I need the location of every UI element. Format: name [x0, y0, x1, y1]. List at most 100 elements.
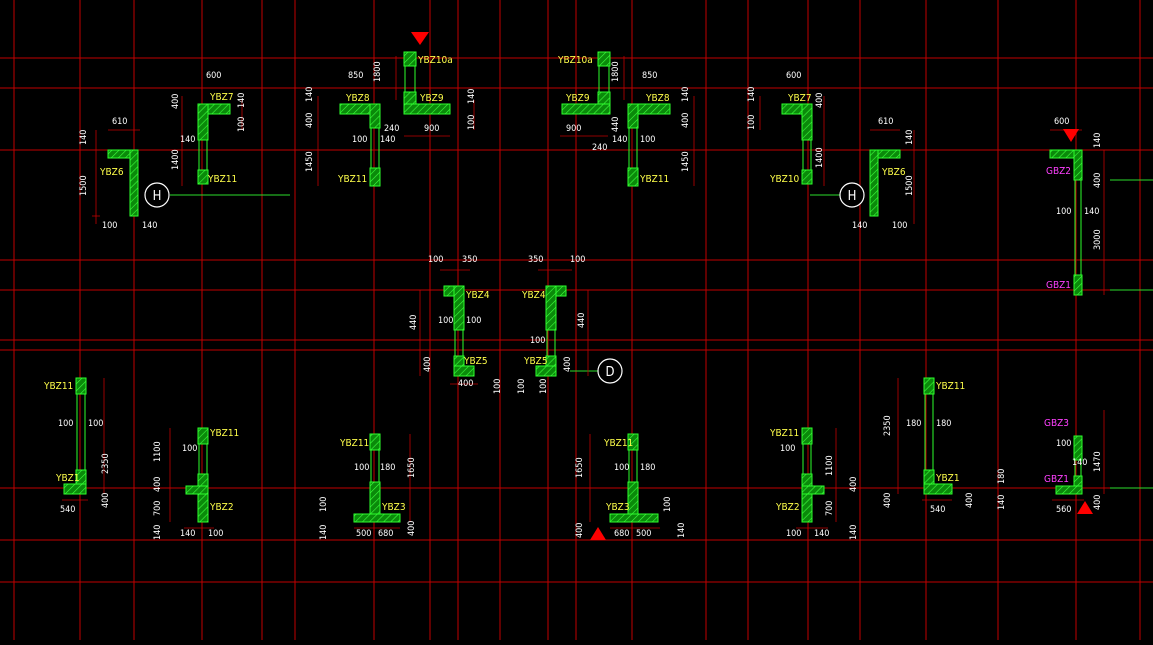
dim-text: 140	[849, 525, 859, 540]
dim-text: 600	[786, 71, 801, 81]
wall-ybz11-ybz2-right[interactable]	[801, 427, 825, 523]
label-ybz11-f: YBZ11	[339, 438, 369, 449]
label-ybz10-right: YBZ10	[769, 174, 800, 185]
dim-text: 140	[305, 87, 315, 102]
dim-text: 3000	[1093, 229, 1103, 250]
view-marker-down-icon[interactable]	[411, 32, 429, 45]
dim-text: 500	[636, 529, 651, 539]
axis-bubble-h-right[interactable]: H	[839, 182, 865, 208]
dim-text: 850	[642, 71, 657, 81]
dim-text: 240	[384, 124, 399, 134]
wall-ybz11-c-end[interactable]	[627, 167, 639, 187]
label-ybz4-right: YBZ4	[521, 290, 546, 301]
dim-text: 140	[1084, 207, 1099, 217]
wall-ybz10a-ybz9-left[interactable]	[403, 51, 451, 115]
dim-text: 1450	[681, 151, 691, 172]
dim-text: 1500	[905, 175, 915, 196]
label-ybz10a-left: YBZ10a	[417, 55, 453, 66]
view-marker-up-icon[interactable]	[590, 527, 606, 540]
label-ybz1-left: YBZ1	[55, 473, 80, 484]
dim-text: 1800	[611, 61, 621, 82]
dim-text: 140	[79, 130, 89, 145]
wall-ybz4-ybz5-left[interactable]	[443, 285, 475, 377]
wall-ybz11-a-end[interactable]	[197, 169, 209, 185]
dim-text: 100	[1056, 439, 1071, 449]
label-ybz9-right: YBZ9	[565, 93, 590, 104]
dim-text: 100	[493, 379, 503, 394]
wall-ybz4-ybz5-right[interactable]	[535, 285, 567, 377]
label-ybz2-right: YBZ2	[775, 502, 800, 513]
wall-gbz2-gbz1[interactable]	[1049, 149, 1083, 296]
wall-ybz11-c[interactable]	[628, 127, 638, 169]
dim-text: 100	[640, 135, 655, 145]
label-gbz1-bottom: GBZ1	[1044, 474, 1069, 485]
dim-text: 440	[611, 117, 621, 132]
dim-text: 140	[747, 87, 757, 102]
wall-ybz10-right[interactable]	[802, 139, 812, 171]
label-ybz8-right: YBZ8	[645, 93, 670, 104]
dim-text: 500	[356, 529, 371, 539]
dim-text: 1100	[825, 455, 835, 476]
dim-text: 1400	[171, 149, 181, 170]
dim-text: 140	[180, 529, 195, 539]
axis-bubble-h-left[interactable]: H	[144, 182, 170, 208]
dim-text: 400	[575, 523, 585, 538]
dim-text: 400	[458, 379, 473, 389]
label-ybz5-left: YBZ5	[463, 356, 488, 367]
wall-ybz11-a[interactable]	[198, 139, 208, 171]
dim-text: 140	[319, 525, 329, 540]
wall-ybz8-left[interactable]	[339, 103, 381, 129]
axis-bubble-d[interactable]: D	[597, 358, 623, 384]
wall-ybz6-right[interactable]	[869, 149, 901, 217]
dim-text: 1800	[373, 61, 383, 82]
wall-ybz11-b[interactable]	[370, 127, 380, 169]
dim-text: 400	[965, 493, 975, 508]
dim-text: 180	[997, 469, 1007, 484]
wall-ybz11-b-end[interactable]	[369, 167, 381, 187]
dim-text: 440	[577, 313, 587, 328]
dim-text: 100	[530, 336, 545, 346]
label-ybz11-b: YBZ11	[337, 174, 367, 185]
dim-text: 180	[380, 463, 395, 473]
label-ybz6-left: YBZ6	[99, 167, 124, 178]
dim-text: 600	[206, 71, 221, 81]
dim-text: 140	[142, 221, 157, 231]
dim-text: 180	[906, 419, 921, 429]
view-marker-down-icon[interactable]	[1063, 129, 1079, 142]
wall-ybz8-right[interactable]	[627, 103, 671, 129]
component-labels: YBZ6 YBZ7 YBZ11 YBZ8 YBZ11 YBZ10a YBZ9 Y…	[43, 55, 1071, 513]
dim-text: 140	[1093, 133, 1103, 148]
dim-text: 100	[570, 255, 585, 265]
wall-ybz10-right-end[interactable]	[801, 169, 813, 185]
wall-ybz11-ybz3-left[interactable]	[353, 433, 401, 523]
wall-ybz6-left[interactable]	[107, 149, 139, 217]
wall-ybz11-ybz1-right[interactable]	[923, 377, 953, 495]
dim-text: 600	[1054, 117, 1069, 127]
dim-text: 100	[786, 529, 801, 539]
wall-ybz7-left[interactable]	[197, 103, 231, 141]
wall-ybz11-ybz2-left[interactable]	[185, 427, 209, 523]
wall-ybz10a-ybz9-right[interactable]	[561, 51, 611, 115]
dim-text: 100	[319, 497, 329, 512]
wall-ybz7-right[interactable]	[781, 103, 813, 141]
wall-ybz11-ybz3-right[interactable]	[609, 433, 659, 523]
dim-text: 400	[1093, 495, 1103, 510]
dim-text: 100	[466, 316, 481, 326]
label-ybz1-right: YBZ1	[935, 473, 960, 484]
dim-text: 140	[681, 87, 691, 102]
dim-text: 440	[409, 315, 419, 330]
dim-text: 1650	[407, 457, 417, 478]
dim-text: 700	[153, 501, 163, 516]
dim-text: 610	[112, 117, 127, 127]
dim-text: 400	[101, 493, 111, 508]
dim-text: 100	[539, 379, 549, 394]
dim-text: 1450	[305, 151, 315, 172]
view-marker-up-icon[interactable]	[1077, 501, 1093, 514]
dim-text: 140	[180, 135, 195, 145]
wall-gbz3-gbz1[interactable]	[1055, 435, 1083, 495]
dim-text: 560	[1056, 505, 1071, 515]
wall-ybz11-ybz1-left[interactable]	[63, 377, 87, 495]
